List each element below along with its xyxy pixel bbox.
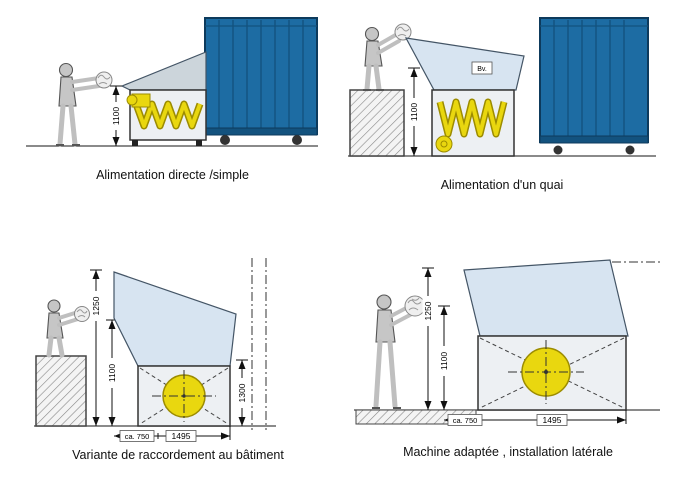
caption-lateral-installation: Machine adaptée , installation latérale [403,445,613,459]
dim-label-1100: 1100 [409,103,419,122]
person-arm [376,39,401,55]
container-wheel [553,145,563,155]
drive-motor [435,135,453,153]
screw-auger [132,100,204,130]
person-head [47,299,61,313]
dimension-feed-height: 1100 [408,67,420,156]
sloped-cover [120,51,207,91]
diagram-lateral-installation: 1250 1100 [354,259,662,426]
person-torso [58,76,77,107]
dimension-width: ca. 750 1495 [114,426,231,442]
compactor-machine [137,365,231,427]
person-figure [363,26,401,92]
panel-direct-feed: 1100 Alimentation directe /simple [20,8,325,182]
diagram-direct-feed: 1100 [26,17,318,147]
person-leg [373,63,382,92]
person-arm [57,317,80,327]
person-leg [373,339,383,409]
dimension-lower-height: 1100 [106,319,118,426]
dim-label-ca750: ca. 750 [453,416,478,425]
waste-container [539,17,649,155]
person-leg [364,63,372,92]
diagram-dock-feed: 1100 Bv. [348,17,656,157]
dim-label-1250: 1250 [91,296,101,315]
container-ribs [218,20,304,132]
person-figure [46,299,80,358]
person-leg [68,103,78,147]
diagram-building-connection: 1250 1100 [34,258,276,442]
waste-container [204,17,318,145]
dim-label-1300: 1300 [237,383,247,402]
container-wheel [292,135,302,145]
person-torso [375,309,396,343]
paper-bundle [74,306,90,322]
compactor-machine [431,89,515,157]
paper-bundle [394,23,412,41]
person-head [58,62,74,78]
person-leg [387,339,398,409]
dim-label-1495: 1495 [172,431,191,441]
dimension-right-height: 1300 [236,359,248,426]
caption-dock-feed: Alimentation d'un quai [440,178,564,192]
dimension-lower-height: 1100 [438,305,450,410]
person-torso [364,40,383,67]
person-head [376,294,392,310]
container-ribs [553,20,625,140]
feed-hopper [113,271,237,367]
building-wall-axis [251,258,267,430]
person-arm [70,76,101,84]
earth-bank [35,355,87,427]
hopper-tag-label: Bv. [477,66,487,73]
dim-label-1250: 1250 [423,301,433,320]
dim-label-1495: 1495 [543,415,562,425]
container-wheel [220,135,230,145]
motor-cap [126,94,138,106]
machine-foot [196,140,202,146]
container-wheel [625,145,635,155]
person-figure [372,294,412,409]
feed-hopper: Bv. [404,37,525,91]
person-leg [57,103,66,147]
dim-label-1100: 1100 [439,352,449,371]
person-arm [70,84,101,92]
compactor-machine [477,335,627,411]
person-arm [389,313,412,327]
dimension-upper-height: 1250 [422,267,434,410]
panel-lateral-installation: 1250 1100 [348,238,668,459]
dim-label-ca750: ca. 750 [125,432,150,441]
dim-label-1100: 1100 [111,107,121,126]
person-leg [46,335,54,358]
loading-dock [349,89,405,157]
screw-auger [436,98,508,138]
compactor-machine [120,51,207,146]
paper-bundle [95,71,113,89]
person-figure [56,62,101,147]
caption-building-connection: Variante de raccordement au bâtiment [72,448,284,462]
feed-hopper [463,259,629,337]
dimension-upper-height: 1250 [90,269,102,426]
panel-dock-feed: 1100 Bv. [342,4,662,192]
hopper-tag-box [471,61,493,75]
dimension-feed-height: 1100 [110,85,122,146]
person-leg [56,335,65,358]
person-head [364,26,380,42]
panel-building-connection: 1250 1100 [28,246,328,462]
machine-foot [132,140,138,146]
dim-label-1100: 1100 [107,364,117,383]
dimension-width: ca. 750 1495 [444,410,627,426]
paper-bundle [404,295,426,317]
caption-direct-feed: Alimentation directe /simple [96,168,249,182]
